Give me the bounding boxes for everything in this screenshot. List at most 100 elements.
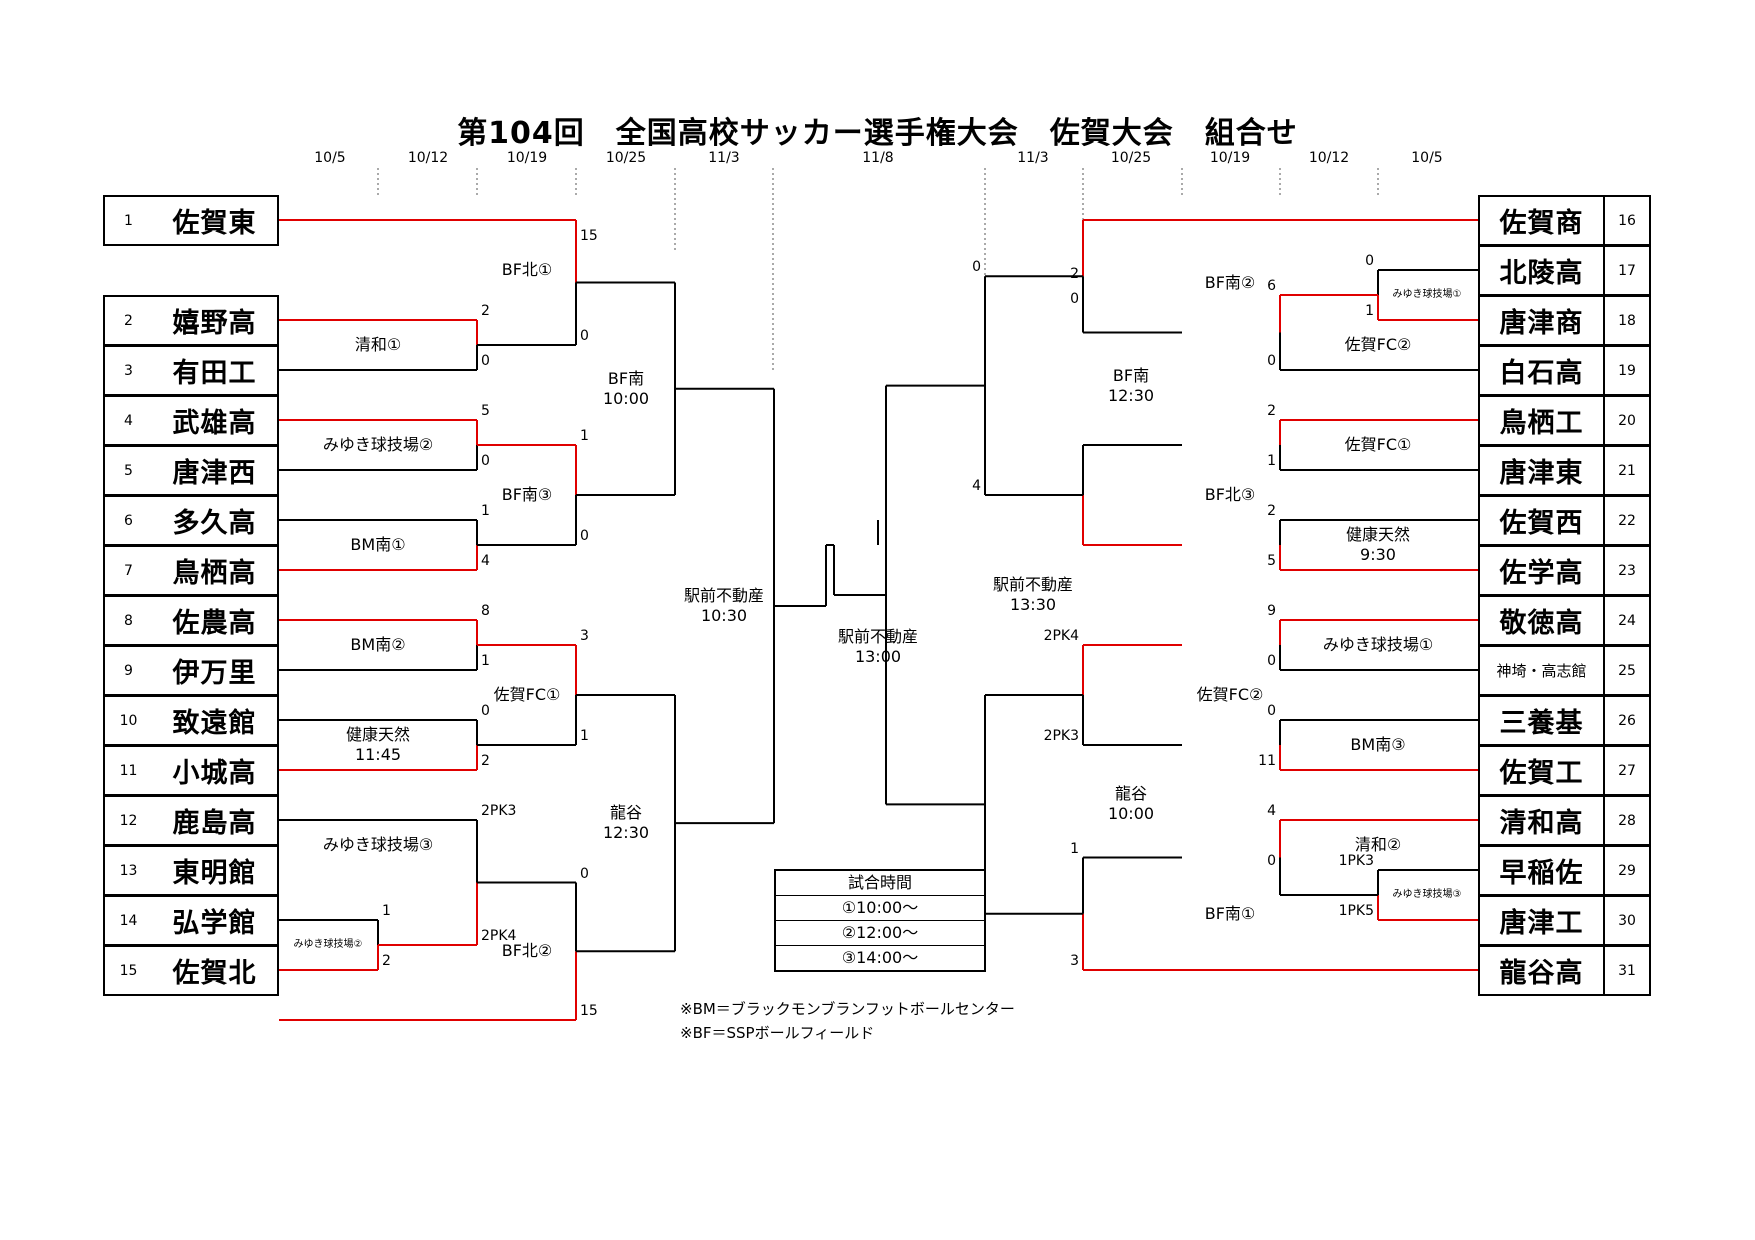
round-date: 10/5 <box>314 150 346 166</box>
score: 5 <box>481 403 490 419</box>
venue-label: BF南③ <box>501 485 553 504</box>
score: 1 <box>1267 453 1276 469</box>
score: 1 <box>1070 840 1079 857</box>
venue-label: BF北① <box>501 260 553 279</box>
score: 15 <box>580 1003 598 1019</box>
venue-label: みゆき球技場① <box>1322 635 1434 654</box>
score: 4 <box>1267 803 1276 819</box>
score: 4 <box>972 478 981 494</box>
venue-label: みゆき球技場③ <box>322 835 434 854</box>
round-date: 10/12 <box>1308 150 1350 166</box>
team-number: 1 <box>103 195 154 246</box>
score: 2 <box>1267 503 1276 519</box>
round-date: 10/19 <box>1209 150 1251 166</box>
team-name: 佐賀工 <box>1478 745 1605 796</box>
team-name: 敬徳高 <box>1478 595 1605 646</box>
venue-label: BF南① <box>1204 903 1256 923</box>
team-number: 17 <box>1605 245 1651 296</box>
team-number: 7 <box>103 545 154 596</box>
score: 1PK3 <box>1338 853 1374 869</box>
venue-label: みゆき球技場② <box>322 435 434 454</box>
score: 0 <box>580 528 589 544</box>
round-date: 11/3 <box>1017 150 1049 166</box>
team-number: 21 <box>1605 445 1651 496</box>
match-time-slot: ②12:00～ <box>776 921 984 946</box>
team-number: 10 <box>103 695 154 746</box>
score: 3 <box>580 628 589 644</box>
match-times-header: 試合時間 <box>776 871 984 896</box>
team-name: 早稲佐 <box>1478 845 1605 896</box>
score: 1 <box>382 903 391 919</box>
team-number: 26 <box>1605 695 1651 746</box>
score: 0 <box>580 328 589 344</box>
score: 0 <box>580 865 589 882</box>
team-number: 2 <box>103 295 154 346</box>
team-number: 13 <box>103 845 154 896</box>
team-number: 30 <box>1605 895 1651 946</box>
team-number: 19 <box>1605 345 1651 396</box>
score: 15 <box>580 228 598 244</box>
round-date: 10/5 <box>1411 150 1443 166</box>
team-name: 唐津東 <box>1478 445 1605 496</box>
page-title: 第104回 全国高校サッカー選手権大会 佐賀大会 組合せ <box>457 116 1298 151</box>
score: 1 <box>1365 303 1374 319</box>
venue-label: BM南③ <box>1350 735 1406 754</box>
score: 9 <box>1267 603 1276 619</box>
score: 2PK3 <box>1043 728 1079 744</box>
team-number: 31 <box>1605 945 1651 996</box>
score: 1PK5 <box>1338 903 1374 919</box>
team-number: 8 <box>103 595 154 646</box>
score: 0 <box>1365 253 1374 269</box>
score: 1 <box>481 653 490 669</box>
team-name: 佐農高 <box>152 595 279 646</box>
team-name: 北陵高 <box>1478 245 1605 296</box>
team-name: 武雄高 <box>152 395 279 446</box>
venue-label: みゆき球技場③ <box>1392 889 1462 900</box>
score: 5 <box>1267 553 1276 569</box>
score: 3 <box>1070 953 1079 969</box>
team-name: 佐賀東 <box>152 195 279 246</box>
team-number: 14 <box>103 895 154 946</box>
team-number: 25 <box>1605 645 1651 696</box>
score: 1 <box>580 428 589 444</box>
score: 2PK3 <box>481 803 517 819</box>
venue-label: 佐賀FC① <box>493 685 561 704</box>
note-bm: ※BM＝ブラックモンブランフットボールセンター <box>680 1000 1015 1018</box>
match-time-slot: ③14:00～ <box>841 948 919 967</box>
score: 0 <box>481 703 490 719</box>
team-number: 3 <box>103 345 154 396</box>
venue-label: BM南① <box>350 535 406 554</box>
score: 0 <box>1267 653 1276 669</box>
team-name: 龍谷高 <box>1478 945 1605 996</box>
score: 0 <box>1070 290 1079 307</box>
team-name: 嬉野高 <box>152 295 279 346</box>
team-name: 三養基 <box>1478 695 1605 746</box>
team-number: 22 <box>1605 495 1651 546</box>
team-number: 4 <box>103 395 154 446</box>
match-time-slot: ①10:00～ <box>776 896 984 921</box>
team-name: 佐学高 <box>1478 545 1605 596</box>
score: 8 <box>481 603 490 619</box>
team-number: 15 <box>103 945 154 996</box>
score: 2 <box>481 303 490 319</box>
match-times-table: 試合時間 ①10:00～ ②12:00～ ③14:00～ <box>774 869 986 972</box>
venue-label: みゆき球技場② <box>293 939 363 950</box>
team-name: 鳥栖高 <box>152 545 279 596</box>
team-name: 鳥栖工 <box>1478 395 1605 446</box>
round-date: 11/3 <box>708 150 740 166</box>
score: 2 <box>382 953 391 969</box>
score: 6 <box>1267 278 1276 294</box>
venue-label: みゆき球技場① <box>1392 289 1462 300</box>
team-name: 小城高 <box>152 745 279 796</box>
score: 1 <box>580 728 589 744</box>
team-name: 東明館 <box>152 845 279 896</box>
